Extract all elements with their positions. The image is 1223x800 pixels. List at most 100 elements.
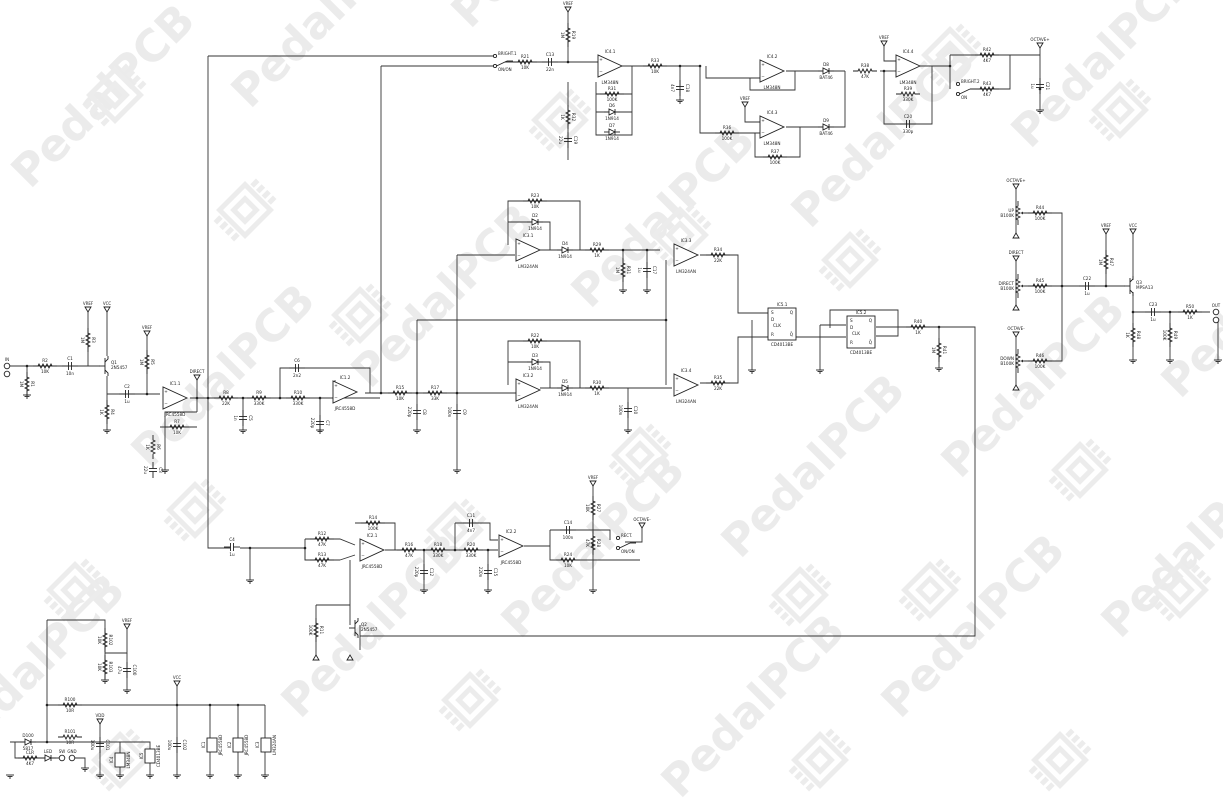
ref-label: R34 — [714, 247, 723, 252]
net-flag-label: VREF — [588, 475, 599, 480]
ref-label: D9 — [823, 118, 829, 123]
switch-label-bottom: ON/ON — [621, 549, 635, 554]
potentiometer-symbol[interactable] — [1014, 274, 1022, 298]
net-flag-vcc: VCC — [173, 675, 181, 687]
value-label: 100u — [90, 740, 95, 751]
minus-sign: − — [675, 388, 679, 393]
ref-label: R12 — [318, 531, 327, 536]
ground-icon — [413, 429, 421, 434]
jack-sw[interactable]: SW — [59, 749, 66, 762]
junction — [45, 703, 49, 707]
value-label: 330K — [293, 401, 304, 406]
potentiometer-symbol[interactable] — [1014, 349, 1022, 373]
jack-in[interactable]: IN — [3, 357, 11, 378]
resistor-symbol — [310, 535, 334, 543]
jack-gnd[interactable]: GND — [67, 749, 77, 762]
opamp-symbol — [515, 378, 542, 402]
ground-icon — [96, 774, 104, 779]
potentiometer-symbol[interactable] — [1014, 201, 1022, 225]
resistor-symbol — [58, 701, 82, 709]
ref-label: C21 — [1045, 82, 1050, 91]
net-flag-icon — [123, 623, 131, 630]
watermark-text: PedalPCB — [2, 0, 205, 198]
plus-sign: + — [897, 57, 901, 62]
ref-label: C10 — [633, 406, 638, 415]
ground-icon — [1129, 359, 1137, 364]
minus-sign: − — [897, 69, 901, 74]
value-label: 1N914 — [558, 254, 572, 259]
net-flag-label: VDD — [96, 713, 105, 718]
switch-bright1[interactable]: BRIGHT.1ON/ON — [492, 51, 517, 72]
ground-icon — [748, 369, 756, 374]
value-label: BAT46 — [819, 131, 833, 136]
wire — [883, 46, 896, 62]
net-flag-octave: OCTAVE- — [633, 517, 651, 529]
switch-rect[interactable]: RECT.ON/ON — [615, 533, 636, 554]
resistor-symbol — [247, 394, 271, 402]
junction — [379, 391, 383, 395]
value-label: 100K — [368, 526, 379, 531]
plus-sign: + — [761, 62, 765, 67]
wire — [279, 367, 371, 398]
value-label: 47u — [117, 666, 122, 674]
switch-bright2[interactable]: BRIGHT.2ON — [955, 79, 980, 100]
wire — [595, 66, 633, 136]
watermark-text: PedalPCB — [562, 115, 765, 318]
ref-label: R102 — [108, 635, 113, 646]
junction — [318, 396, 322, 400]
ic-power-symbol — [232, 737, 244, 753]
value-label: 1K — [560, 114, 565, 120]
resistor-symbol — [58, 733, 82, 741]
resistor-symbol — [361, 519, 385, 527]
ref-label: D3 — [532, 353, 538, 358]
resistor-symbol — [1102, 250, 1110, 274]
net-flag-label: OCTAVE+ — [1006, 178, 1025, 183]
value-label: 22n — [546, 67, 554, 72]
vref-flag-icon — [312, 654, 320, 661]
net-flag-icon — [1012, 255, 1020, 262]
value-label: 10R — [66, 740, 74, 745]
minus-sign: − — [334, 395, 338, 400]
opamp-symbol — [597, 54, 624, 78]
value-label: 1N914 — [605, 116, 619, 121]
ref-label: IC3.3 — [681, 238, 692, 243]
value-label: 47K — [861, 74, 869, 79]
resistor-symbol — [556, 556, 580, 564]
value-label: 10K — [564, 563, 572, 568]
jack-out[interactable]: OUT — [1212, 303, 1221, 324]
resistor-symbol — [706, 251, 730, 259]
value-label: 10K — [651, 69, 659, 74]
opamp-symbol — [515, 238, 542, 262]
ref-label: R28 — [596, 539, 601, 548]
wire — [250, 547, 306, 560]
switch-lever-icon — [619, 542, 631, 549]
value-label: 220n — [478, 567, 483, 578]
watermark-text: PedalPCB — [932, 285, 1135, 488]
value-label: 1M — [80, 337, 85, 344]
ground-icon — [676, 99, 684, 104]
value-label: 2n2 — [293, 373, 301, 378]
junction — [678, 64, 682, 68]
value-label: B100K — [1000, 213, 1014, 218]
wire — [304, 539, 340, 561]
ref-label: R21 — [521, 54, 530, 59]
pin-label: Q̄ — [869, 340, 873, 345]
value-label: 220p — [310, 418, 315, 429]
junction — [248, 546, 252, 550]
